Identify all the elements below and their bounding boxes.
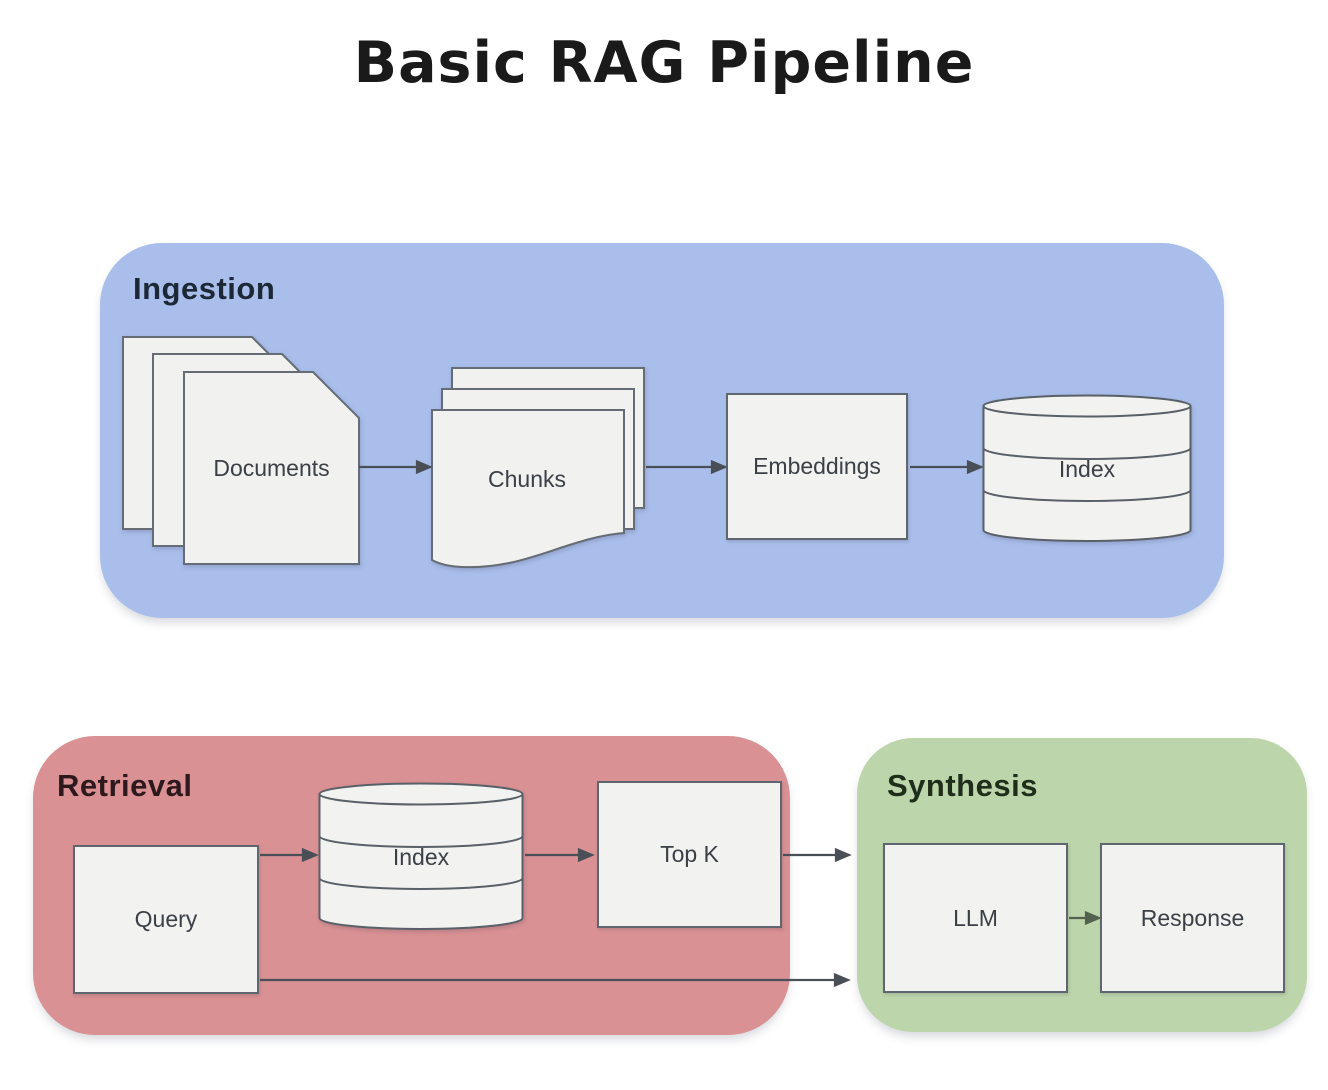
ingestion-section: Ingestion Documents Chunks Embeddings In…: [100, 243, 1224, 618]
cylinder-top: [318, 782, 524, 806]
cylinder-ring-1: [318, 835, 524, 848]
cylinder-body: [318, 794, 524, 930]
response-node: Response: [1100, 843, 1285, 993]
retrieval-index-database-icon: [318, 782, 524, 930]
ingestion-section-label: Ingestion: [133, 271, 276, 306]
llm-node: LLM: [883, 843, 1068, 993]
query-node: Query: [73, 845, 259, 994]
top-k-node-label: Top K: [660, 841, 719, 867]
ingestion-index-database-icon: [982, 394, 1192, 542]
top-k-node: Top K: [597, 781, 782, 928]
chunk-sheet-front-wavy: [431, 409, 625, 569]
retrieval-section-label: Retrieval: [57, 768, 193, 803]
retrieval-section: Retrieval Query Index Top K: [33, 736, 790, 1035]
embeddings-node: Embeddings: [726, 393, 908, 540]
cylinder-top: [982, 394, 1192, 418]
document-sheet-front: [183, 371, 360, 565]
cylinder-ring-1: [982, 447, 1192, 460]
embeddings-node-label: Embeddings: [753, 453, 881, 479]
response-node-label: Response: [1140, 904, 1245, 931]
cylinder-body: [982, 406, 1192, 542]
arrow-top-k-to-synthesis: [783, 847, 852, 863]
cylinder-ring-2: [318, 877, 524, 890]
query-node-label: Query: [134, 906, 198, 932]
chunks-stack-icon: [431, 367, 645, 569]
documents-stack-icon: [122, 336, 360, 565]
synthesis-section-label: Synthesis: [887, 768, 1038, 803]
llm-node-label: LLM: [953, 904, 998, 931]
synthesis-section: Synthesis LLM Response: [857, 738, 1307, 1032]
diagram-title: Basic RAG Pipeline: [353, 30, 975, 96]
cylinder-ring-2: [982, 489, 1192, 502]
